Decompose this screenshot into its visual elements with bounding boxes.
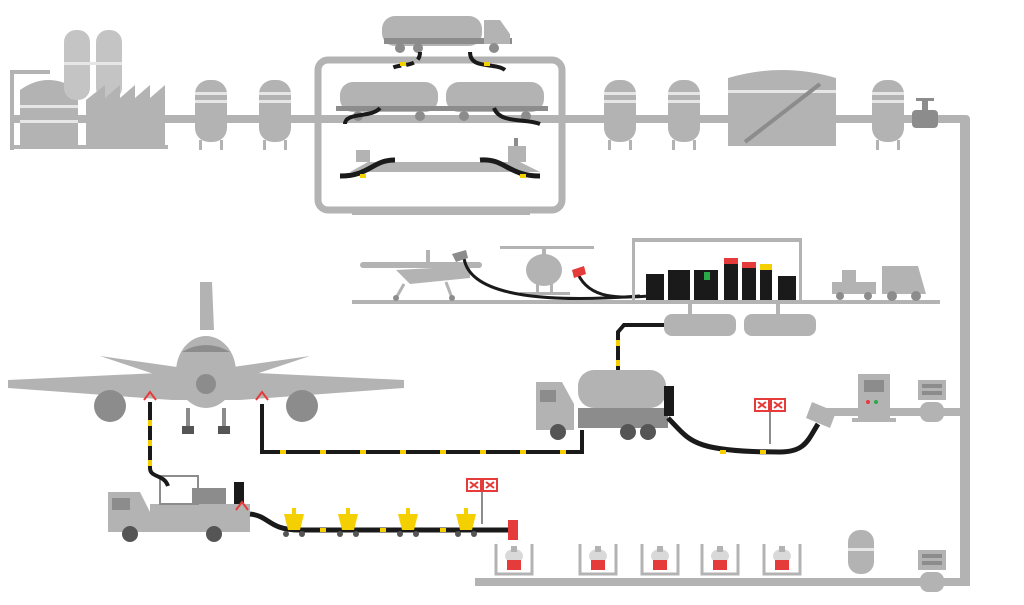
fuel-hose [260,404,821,455]
transport-loading-frame [314,56,566,215]
helicopter-icon [500,246,594,295]
warning-sign-icon [753,397,787,445]
hydrant-dispenser-icon [455,508,477,537]
filter-vessel-icon [668,80,700,150]
refueller-truck-icon [536,370,674,440]
hydrant-valve-icon [806,402,836,428]
storage-tank-icon [728,70,836,146]
ground-vehicle-icon [832,266,926,301]
fuel-hose [616,323,664,384]
filter-vessel-icon [872,80,904,150]
dispenser-canopy [632,238,802,300]
fuel-coupler [143,390,269,401]
meter-icon [918,380,946,422]
nozzle-icon [452,250,586,278]
hydrant-dispenser-icon [337,508,359,537]
hydrant-dispenser-icon [397,508,419,537]
light-aircraft-icon [360,250,482,301]
main-pipeline-top [10,115,970,585]
hydrant-valve-icon [508,520,518,540]
control-panel-icon [852,374,896,422]
barge-icon [350,138,540,172]
hydrant-pit-icon [640,542,680,576]
hydrant-dispenser-icon [283,508,305,537]
tanker-truck-icon [382,16,512,53]
underground-tank-icon [664,302,816,336]
hose-stripe-markings [148,62,766,532]
fuel-coupler [235,500,249,511]
apron-ground-line [352,300,940,304]
refinery-icon [10,30,168,150]
fuel-hose [343,106,541,126]
filter-vessel-icon [195,80,227,150]
hydrant-pit-icon [700,542,740,576]
pressure-vessel-icon [848,530,874,574]
hose-reel-icon [646,270,796,300]
hydrant-dispenser-icon [108,475,250,542]
hydrant-pit-icon [494,542,534,576]
valve-icon [912,98,938,128]
meter-icon [918,550,946,592]
pipeline-bottom [475,578,970,586]
fuel-dispenser-icon [704,258,772,300]
filter-vessel-icon [259,80,291,150]
fuel-hose [388,51,507,72]
fuel-hose [462,257,651,300]
fuel-hose [339,157,541,179]
filter-vessel-icon [604,80,636,150]
airliner-icon [8,282,404,434]
hydrant-pit-icon [762,542,802,576]
hydrant-pit-icon [578,542,618,576]
